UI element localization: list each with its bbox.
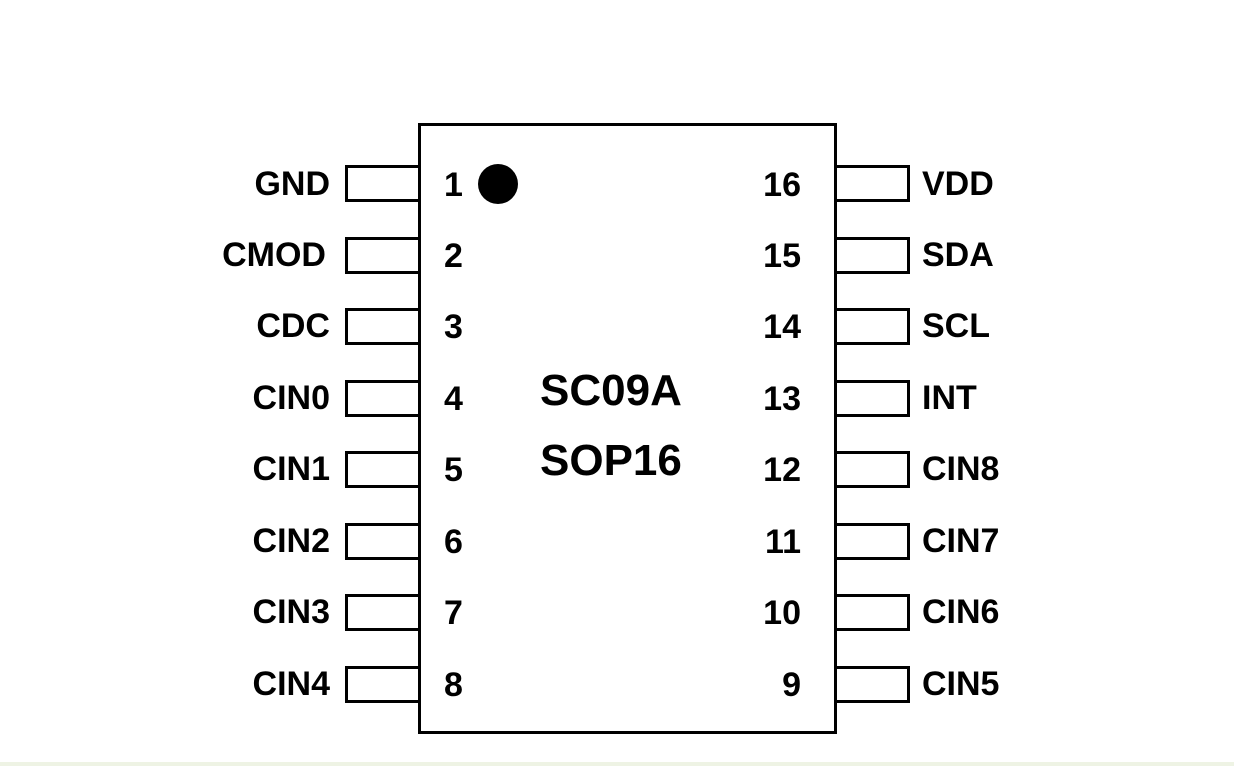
pin-number-3: 3 <box>444 308 463 346</box>
pin-label-3: CDC <box>256 307 330 345</box>
pin-number-5: 5 <box>444 451 463 489</box>
pin-label-15: SDA <box>922 236 994 274</box>
pin1-orientation-dot-icon <box>478 164 518 204</box>
pin-number-12: 12 <box>763 451 801 489</box>
pin-number-7: 7 <box>444 594 463 632</box>
pin-lead-4 <box>345 380 418 417</box>
pin-number-2: 2 <box>444 237 463 275</box>
pin-lead-6 <box>345 523 418 560</box>
chip-package: SOP16 <box>540 436 682 485</box>
pin-label-13: INT <box>922 379 977 417</box>
pin-label-10: CIN6 <box>922 593 1000 631</box>
pin-label-5: CIN1 <box>252 450 330 488</box>
pin-number-9: 9 <box>782 666 801 704</box>
pin-number-11: 11 <box>765 523 801 561</box>
pin-number-8: 8 <box>444 666 463 704</box>
pin-number-16: 16 <box>763 166 801 204</box>
pin-lead-16 <box>837 165 910 202</box>
pin-number-15: 15 <box>763 237 801 275</box>
pin-lead-1 <box>345 165 418 202</box>
pin-number-4: 4 <box>444 380 463 418</box>
pin-label-8: CIN4 <box>252 665 330 703</box>
pin-label-4: CIN0 <box>252 379 330 417</box>
chip-body <box>418 123 837 734</box>
pin-label-9: CIN5 <box>922 665 1000 703</box>
pin-number-14: 14 <box>763 308 801 346</box>
pin-label-14: SCL <box>922 307 990 345</box>
clipped-heading-fragment: ▔▔ ▔ <box>262 0 372 4</box>
pin-lead-15 <box>837 237 910 274</box>
pin-lead-13 <box>837 380 910 417</box>
pin-number-10: 10 <box>763 594 801 632</box>
pin-lead-8 <box>345 666 418 703</box>
bottom-divider <box>0 762 1234 766</box>
pin-label-7: CIN3 <box>252 593 330 631</box>
chip-part-number: SC09A <box>540 366 682 415</box>
pin-label-1: GND <box>254 165 330 203</box>
pin-lead-14 <box>837 308 910 345</box>
pin-number-1: 1 <box>444 166 463 204</box>
pin-lead-12 <box>837 451 910 488</box>
pin-label-11: CIN7 <box>922 522 1000 560</box>
pin-lead-2 <box>345 237 418 274</box>
pin-number-13: 13 <box>763 380 801 418</box>
pin-number-6: 6 <box>444 523 463 561</box>
pin-lead-7 <box>345 594 418 631</box>
pin-label-6: CIN2 <box>252 522 330 560</box>
pin-label-2: CMOD <box>222 236 326 274</box>
pin-label-16: VDD <box>922 165 994 203</box>
pin-lead-3 <box>345 308 418 345</box>
pin-label-12: CIN8 <box>922 450 1000 488</box>
pin-lead-5 <box>345 451 418 488</box>
pin-lead-10 <box>837 594 910 631</box>
pin-lead-11 <box>837 523 910 560</box>
pin-lead-9 <box>837 666 910 703</box>
